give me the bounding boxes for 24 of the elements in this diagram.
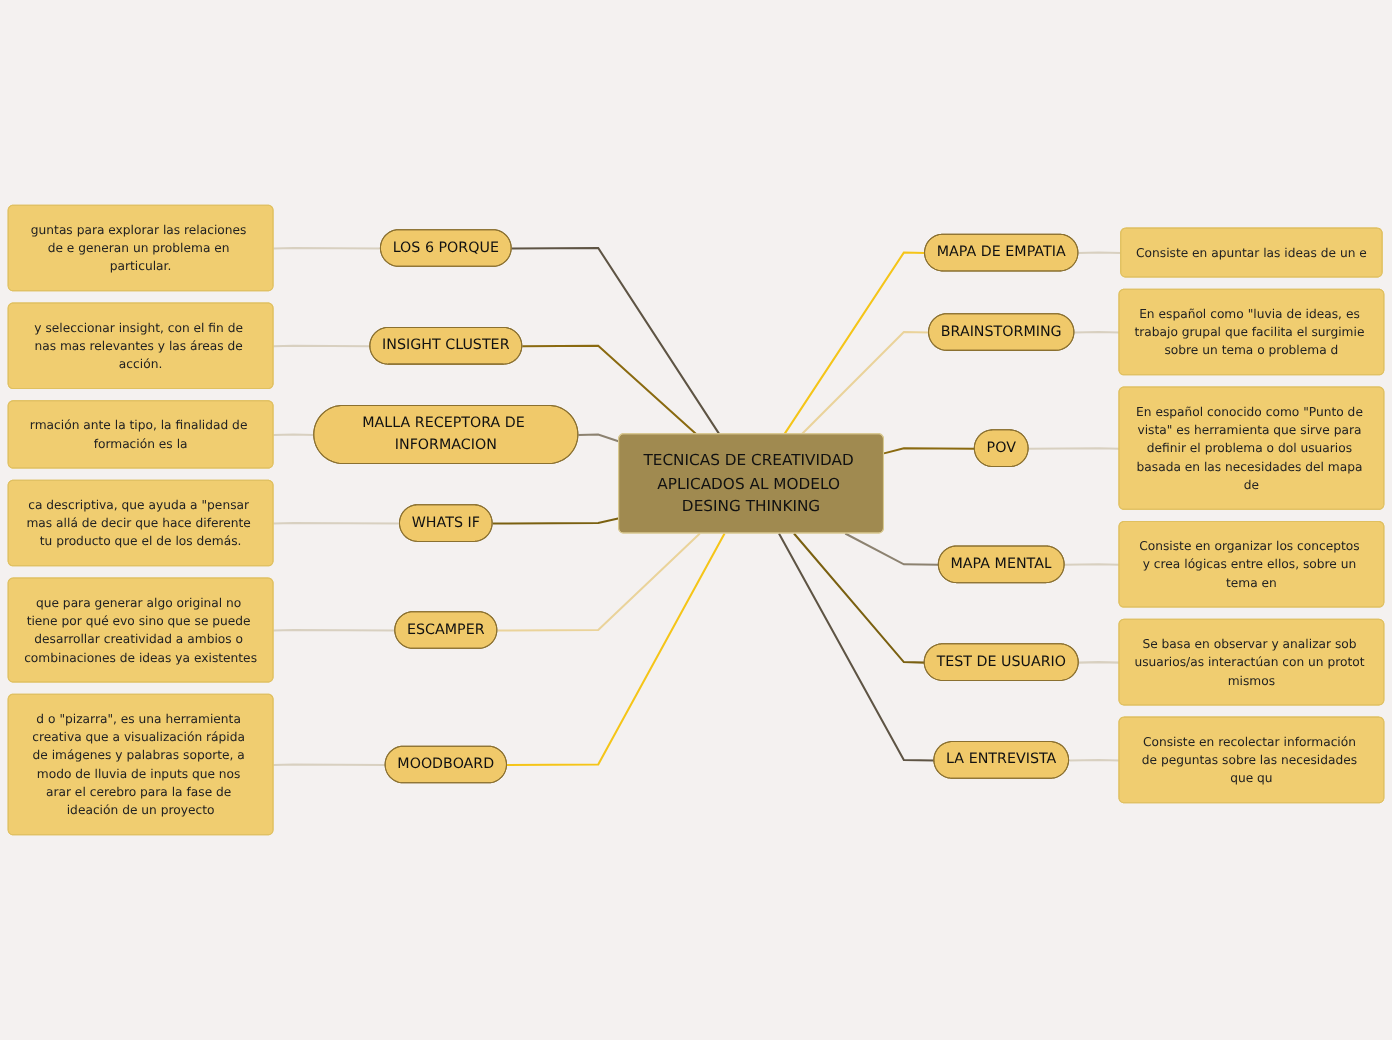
connector: [1069, 758, 1120, 762]
connector: [273, 522, 400, 525]
connector: [801, 331, 930, 435]
connector: [492, 517, 620, 525]
connector: [783, 251, 926, 435]
connector: [1078, 251, 1122, 255]
connector: [497, 532, 701, 632]
connector: [273, 344, 371, 348]
connector: [507, 533, 726, 766]
connector: [1074, 331, 1120, 334]
connector: [522, 344, 698, 435]
connector: [273, 433, 315, 436]
connector: [883, 447, 975, 455]
connector: [793, 532, 925, 664]
connector: [778, 533, 935, 762]
connector: [578, 433, 620, 443]
connector: [1028, 447, 1120, 450]
connector: [1064, 563, 1120, 566]
connector: [273, 763, 386, 766]
connector: [511, 246, 721, 435]
connector: [273, 629, 396, 632]
connector: [273, 247, 381, 250]
connector: [1078, 661, 1120, 664]
connector: [844, 532, 939, 566]
